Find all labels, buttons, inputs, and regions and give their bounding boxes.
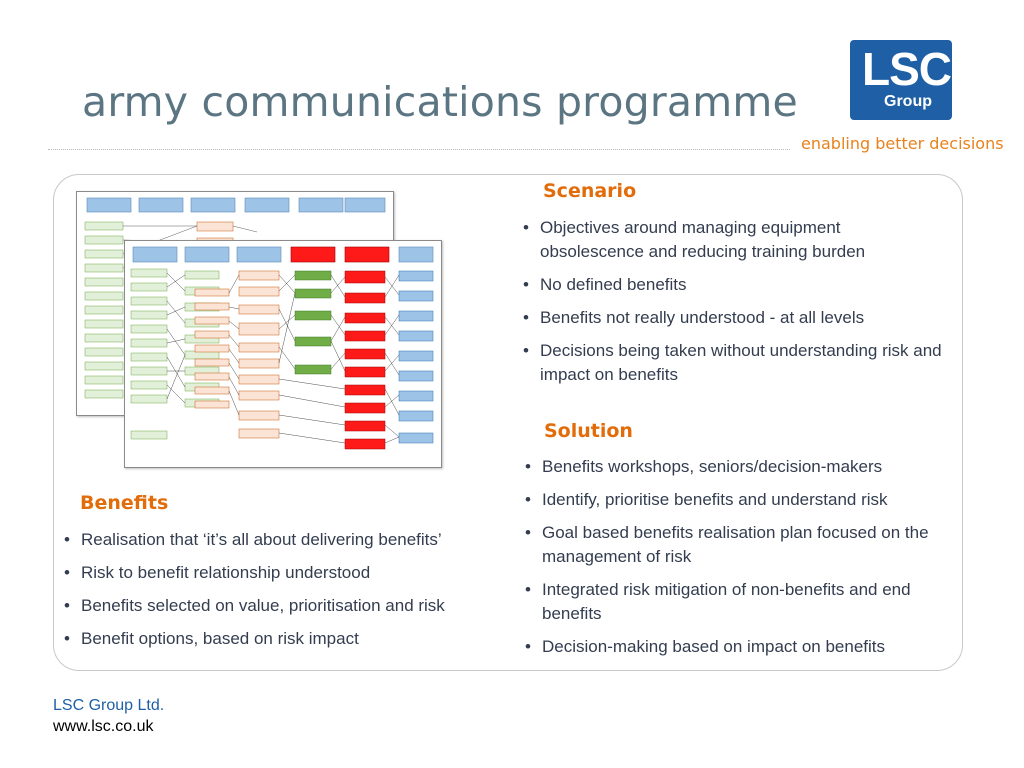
page-title: army communications programme — [82, 78, 798, 126]
logo-sub-text: Group — [884, 93, 932, 110]
benefits-heading: Benefits — [80, 492, 169, 514]
scenario-heading: Scenario — [543, 180, 637, 202]
lsc-logo: LSC Group — [850, 40, 952, 120]
benefits-item: Realisation that ‘it’s all about deliver… — [61, 528, 517, 552]
solution-list: Benefits workshops, seniors/decision-mak… — [522, 455, 952, 668]
scenario-item: Decisions being taken without understand… — [520, 339, 945, 387]
scenario-item: Objectives around managing equipment obs… — [520, 216, 945, 264]
solution-heading: Solution — [544, 420, 633, 442]
benefits-item: Benefits selected on value, prioritisati… — [61, 594, 517, 618]
content-panel — [53, 174, 963, 671]
benefits-list: Realisation that ‘it’s all about deliver… — [61, 528, 517, 660]
benefits-item: Benefit options, based on risk impact — [61, 627, 517, 651]
solution-item: Identify, prioritise benefits and unders… — [522, 488, 952, 512]
scenario-item: Benefits not really understood - at all … — [520, 306, 945, 330]
logo-mark-text: LSC — [862, 43, 952, 95]
solution-item: Integrated risk mitigation of non-benefi… — [522, 578, 952, 626]
title-divider — [48, 149, 790, 150]
solution-item: Decision-making based on impact on benef… — [522, 635, 952, 659]
footer-website-link[interactable]: www.lsc.co.uk — [53, 718, 154, 735]
scenario-list: Objectives around managing equipment obs… — [520, 216, 945, 396]
footer-company: LSC Group Ltd. — [53, 697, 165, 714]
solution-item: Goal based benefits realisation plan foc… — [522, 521, 952, 569]
benefits-map-diagram-front — [127, 243, 439, 465]
solution-item: Benefits workshops, seniors/decision-mak… — [522, 455, 952, 479]
logo-tagline: enabling better decisions — [801, 134, 1004, 153]
scenario-item: No defined benefits — [520, 273, 945, 297]
benefits-item: Risk to benefit relationship understood — [61, 561, 517, 585]
benefits-map-image-front — [124, 240, 442, 468]
